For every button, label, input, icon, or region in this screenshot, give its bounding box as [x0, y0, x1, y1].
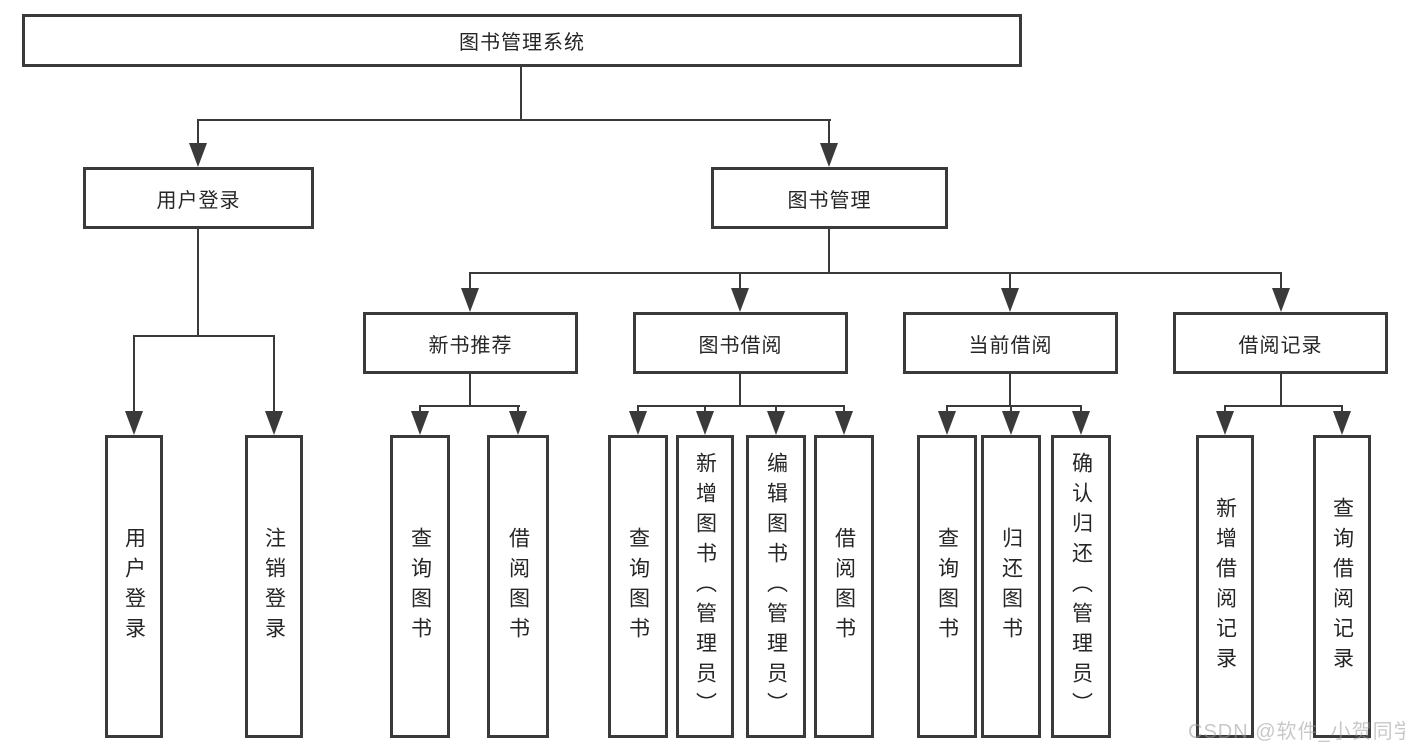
csdn-watermark: CSDN @软件_小贺同学: [1188, 721, 1405, 743]
connector-line: [520, 66, 522, 120]
leaf-borrow-books-2: 借阅图书: [814, 435, 874, 738]
leaf-label: 查询图书: [408, 526, 432, 647]
node-library-system: 图书管理系统: [22, 14, 1022, 67]
connector-line: [469, 272, 1282, 274]
connector-line: [197, 120, 199, 145]
connector-line: [1280, 374, 1282, 406]
connector-arrow: [1002, 411, 1020, 435]
leaf-user-login: 用户登录: [105, 435, 163, 738]
connector-line: [828, 120, 830, 145]
connector-line: [1009, 374, 1011, 406]
node-borrowing-records: 借阅记录: [1173, 312, 1388, 374]
connector-arrow: [265, 411, 283, 435]
connector-line: [946, 405, 1082, 407]
connector-line: [1009, 273, 1011, 289]
connector-line: [704, 406, 706, 413]
leaf-label: 查询图书: [935, 526, 959, 647]
leaf-label: 查询借阅记录: [1330, 496, 1354, 677]
leaf-label: 确认归还（管理员）: [1069, 451, 1093, 722]
leaf-edit-books-admin: 编辑图书（管理员）: [746, 435, 806, 738]
connector-arrow: [189, 143, 207, 167]
connector-line: [1224, 405, 1343, 407]
leaf-add-borrow-record: 新增借阅记录: [1196, 435, 1254, 738]
connector-line: [469, 374, 471, 406]
leaf-label: 借阅图书: [832, 526, 856, 647]
connector-arrow: [820, 143, 838, 167]
connector-arrow: [411, 411, 429, 435]
connector-line: [419, 405, 520, 407]
connector-line: [775, 406, 777, 413]
connector-line: [133, 336, 135, 412]
leaf-label: 查询图书: [626, 526, 650, 647]
connector-arrow: [767, 411, 785, 435]
node-book-management: 图书管理: [711, 167, 948, 229]
leaf-query-borrow-record: 查询借阅记录: [1313, 435, 1371, 738]
connector-line: [1341, 406, 1343, 413]
connector-line: [1080, 406, 1082, 413]
leaf-logout: 注销登录: [245, 435, 303, 738]
connector-arrow: [835, 411, 853, 435]
connector-arrow: [938, 411, 956, 435]
node-user-login: 用户登录: [83, 167, 314, 229]
connector-line: [637, 405, 845, 407]
connector-line: [1010, 406, 1012, 413]
connector-line: [273, 336, 275, 412]
leaf-label: 新增图书（管理员）: [693, 451, 717, 722]
connector-arrow: [731, 288, 749, 312]
leaf-confirm-return-admin: 确认归还（管理员）: [1051, 435, 1111, 738]
leaf-query-books-1: 查询图书: [390, 435, 450, 738]
connector-arrow: [1216, 411, 1234, 435]
connector-line: [843, 406, 845, 413]
connector-arrow: [696, 411, 714, 435]
leaf-label: 新增借阅记录: [1213, 496, 1237, 677]
connector-line: [197, 229, 199, 336]
connector-line: [1224, 406, 1226, 413]
leaf-label: 用户登录: [122, 526, 146, 647]
node-new-book-recommendation: 新书推荐: [363, 312, 578, 374]
leaf-label: 编辑图书（管理员）: [764, 451, 788, 722]
connector-arrow: [1272, 288, 1290, 312]
connector-arrow: [1072, 411, 1090, 435]
connector-arrow: [1333, 411, 1351, 435]
connector-line: [739, 273, 741, 289]
connector-arrow: [509, 411, 527, 435]
connector-line: [197, 119, 831, 121]
leaf-label: 借阅图书: [506, 526, 530, 647]
connector-line: [739, 374, 741, 406]
leaf-label: 注销登录: [262, 526, 286, 647]
connector-line: [828, 229, 830, 273]
connector-line: [1280, 273, 1282, 289]
leaf-return-books: 归还图书: [981, 435, 1041, 738]
connector-line: [637, 406, 639, 413]
node-current-borrowing: 当前借阅: [903, 312, 1118, 374]
connector-line: [469, 273, 471, 289]
connector-arrow: [1001, 288, 1019, 312]
connector-line: [946, 406, 948, 413]
leaf-query-books-2: 查询图书: [608, 435, 668, 738]
connector-line: [517, 406, 519, 413]
leaf-query-books-3: 查询图书: [917, 435, 977, 738]
connector-arrow: [125, 411, 143, 435]
leaf-borrow-books-1: 借阅图书: [487, 435, 549, 738]
connector-arrow: [461, 288, 479, 312]
leaf-add-books-admin: 新增图书（管理员）: [676, 435, 734, 738]
connector-line: [133, 335, 275, 337]
leaf-label: 归还图书: [999, 526, 1023, 647]
connector-line: [419, 406, 421, 413]
connector-arrow: [629, 411, 647, 435]
node-book-borrowing: 图书借阅: [633, 312, 848, 374]
